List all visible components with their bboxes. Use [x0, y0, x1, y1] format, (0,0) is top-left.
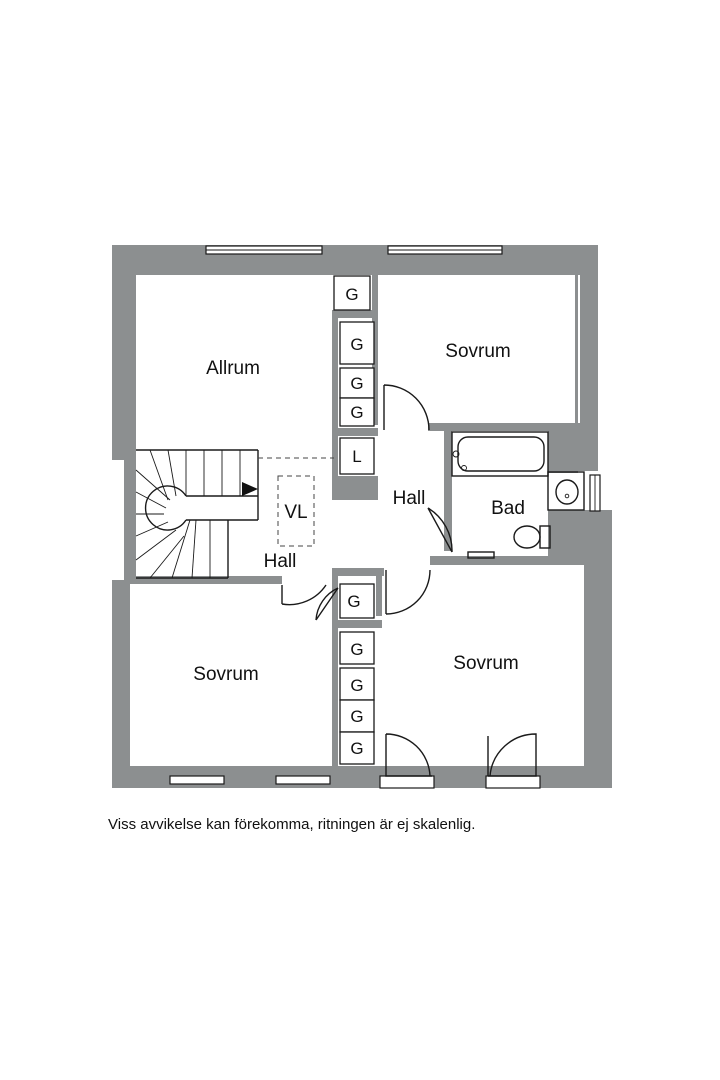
closet-label: G [350, 676, 363, 695]
window-sovrum-bottom-right-1 [379, 775, 435, 789]
room-label-hall-center: Hall [393, 488, 426, 509]
room-label-sovrum-top-right: Sovrum [445, 341, 510, 362]
door-balcony-right [487, 733, 537, 777]
room-label-sovrum-bottom-right: Sovrum [453, 653, 518, 674]
closet-label: G [350, 739, 363, 758]
door-sovrum-top [383, 384, 430, 431]
window-sovrum-bottom-left-1 [169, 775, 225, 785]
staircase [124, 449, 334, 580]
closet-label: G [350, 374, 363, 393]
door-bad [427, 507, 453, 553]
door-sovrum-bottom-left [281, 584, 327, 606]
room-label-bad: Bad [491, 498, 525, 519]
sink [547, 471, 585, 511]
door-sovrum-bottom-right [385, 569, 431, 615]
bathroom-fixtures [451, 431, 585, 559]
closets [333, 275, 375, 765]
closet-label: G [350, 707, 363, 726]
closet-label: G [350, 403, 363, 422]
floor-drain [467, 551, 495, 559]
bathtub [451, 431, 549, 477]
faucet-icon [452, 450, 460, 458]
drain-icon [461, 465, 467, 471]
room-label-allrum: Allrum [206, 358, 260, 379]
interior-walls [124, 245, 598, 766]
door-closet-hall [315, 587, 339, 621]
toilet-icon [513, 525, 541, 549]
stair-arrow-icon [242, 482, 258, 496]
room-label-sovrum-bottom-left: Sovrum [193, 664, 258, 685]
disclaimer-text: Viss avvikelse kan förekomma, ritningen … [108, 816, 476, 833]
room-label-hall-left: Hall [264, 551, 297, 572]
closet-label: G [350, 640, 363, 659]
doors [281, 384, 537, 777]
window-sovrum-bottom-right-2 [485, 775, 541, 789]
closet-label: G [350, 335, 363, 354]
vl-box [277, 475, 315, 547]
closet-label: G [345, 285, 358, 304]
room-label-vl: VL [284, 502, 307, 523]
door-balcony-left [385, 733, 432, 777]
room-floors [130, 275, 584, 766]
closet-label-linen: L [352, 447, 361, 466]
windows [169, 245, 601, 789]
closet-label: G [347, 592, 360, 611]
window-sovrum-bottom-left-2 [275, 775, 331, 785]
